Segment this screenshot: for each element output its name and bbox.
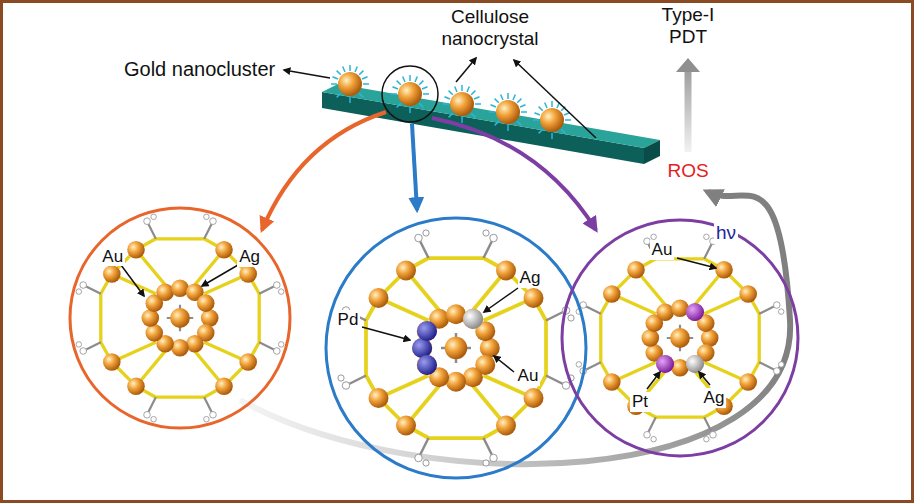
cluster-circle: Pd AgAu (324, 216, 588, 480)
zoom-arrow (432, 118, 596, 230)
nanocrystal-rod (322, 84, 660, 164)
atom-label: Ag (518, 268, 543, 288)
atom-label: Pd (336, 310, 361, 330)
zoom-arrow (412, 124, 417, 210)
atom-label: Au (650, 240, 675, 260)
atom-label: Pt (630, 392, 650, 412)
highlight-ring (382, 66, 438, 122)
light-label: hν (714, 222, 738, 244)
atom-leaders (121, 258, 716, 389)
atom-label: Au (516, 366, 541, 386)
ros-label: ROS (665, 160, 710, 182)
cluster-circle: AuPt Ag (560, 218, 800, 458)
cluster-label: Gold nanocluster (122, 58, 277, 81)
pdt-label: Type-I PDT (646, 4, 730, 48)
atom-label: Ag (702, 388, 727, 408)
gold-nanoparticles (331, 65, 571, 139)
circle-outline (560, 218, 800, 458)
zoom-arrow (262, 112, 386, 230)
circle-outline (324, 216, 588, 480)
nanocrystal-label: Cellulose nanocrystal (426, 6, 555, 50)
pdt-arrow (676, 58, 700, 152)
atom-label: Au (100, 247, 125, 267)
leader-line (456, 58, 476, 82)
leader-line (284, 70, 330, 78)
atom-label: Ag (237, 247, 262, 267)
cluster-circle: Au Ag (68, 206, 292, 430)
dopant-atoms (412, 303, 704, 375)
leader-line (514, 60, 596, 138)
circle-outline (68, 206, 292, 430)
